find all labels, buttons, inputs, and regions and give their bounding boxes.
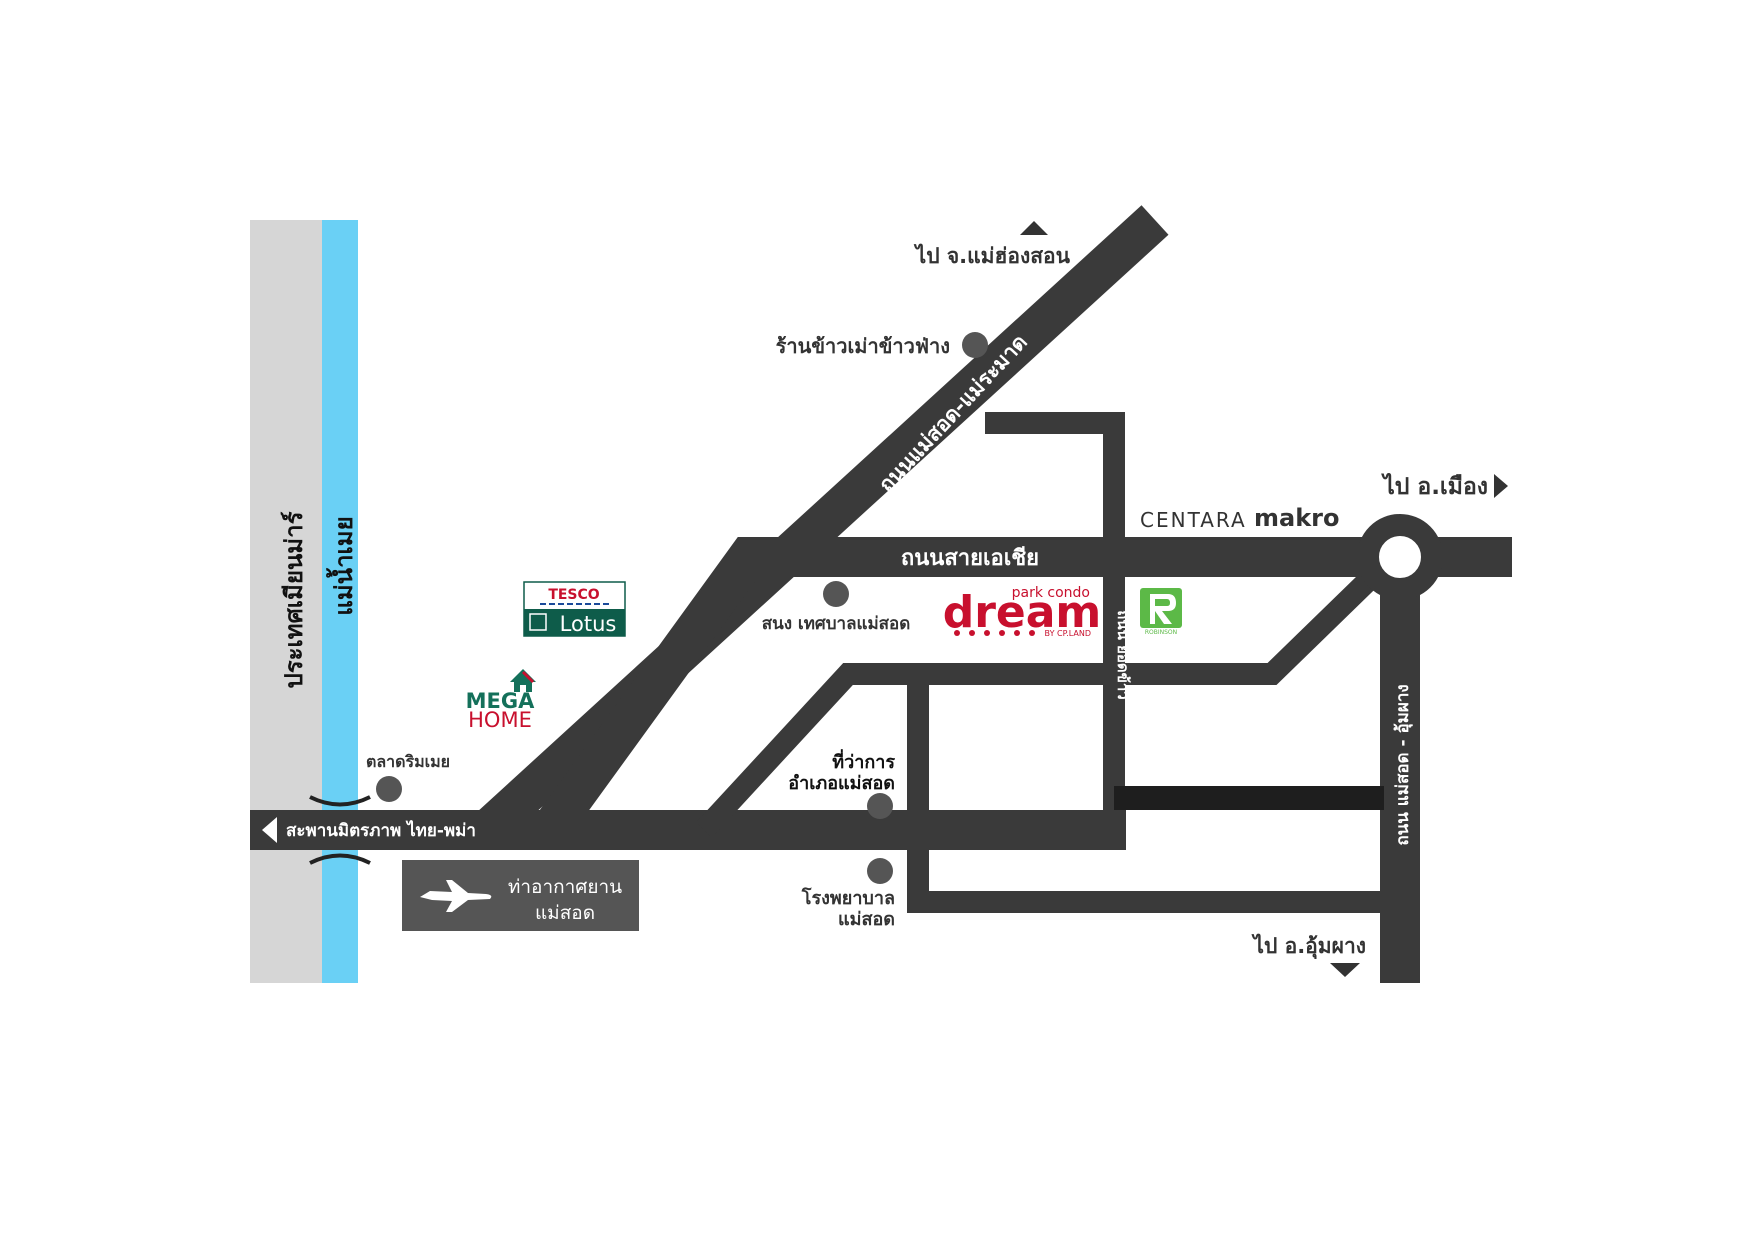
label-restaurant: ร้านข้าวเม่าข้าวฟ่าง: [776, 334, 950, 358]
label-hospital-2: แม่สอด: [838, 909, 895, 930]
roundabout: [1357, 514, 1443, 600]
road-top-loop: [985, 412, 1125, 840]
road-asia: [533, 537, 1512, 842]
road-label-yod-khao: ถนน ยอดข้าว: [1114, 610, 1132, 699]
label-stadium: สนง เทศบาลแม่สอด: [762, 614, 911, 634]
airplane-icon: [420, 880, 492, 912]
makro-logo: makro: [1254, 504, 1340, 532]
road-dark-connector: [1114, 786, 1384, 810]
poi-market: [376, 776, 402, 802]
lotus-text: Lotus: [560, 612, 617, 636]
label-market: ตลาดริมเมย: [366, 752, 450, 771]
road-label-asia: ถนนสายเอเชีย: [901, 546, 1039, 571]
dream-condo-logo: park condo dream BY CP.LAND: [943, 585, 1102, 638]
robinson-text: ROBINSON: [1145, 629, 1177, 636]
airport-label-1: ท่าอากาศยาน: [508, 876, 622, 898]
dream-text: dream: [943, 587, 1102, 638]
arrow-up-icon: [1020, 221, 1048, 235]
mega-text: MEGA: [466, 689, 535, 713]
dream-by-text: BY CP.LAND: [1045, 629, 1091, 638]
dream-top-text: park condo: [1012, 585, 1090, 601]
bridge-marker: [309, 795, 371, 865]
tesco-text: TESCO: [548, 587, 599, 603]
home-text: HOME: [468, 708, 532, 732]
robinson-logo: ROBINSON: [1140, 588, 1182, 636]
arrow-down-icon: [1330, 963, 1360, 977]
arrow-left-icon: [262, 817, 277, 843]
label-hospital-1: โรงพยาบาล: [801, 887, 895, 909]
road-inner: [695, 559, 1390, 838]
direction-umphang: ไป อ.อุ้มผาง: [1251, 933, 1366, 960]
label-district-office-2: อำเภอแม่สอด: [788, 773, 895, 794]
road-network: [250, 205, 1512, 983]
poi-stadium: [823, 581, 849, 607]
arrow-right-icon: [1494, 474, 1508, 498]
robinson-r-icon: [1150, 594, 1176, 624]
road-label-bridge: สะพานมิตรภาพ ไทย-พม่า: [286, 820, 476, 841]
road-label-umphang: ถนน แม่สอด - อุ้มผาง: [1393, 684, 1413, 845]
lotus-flower-icon: [529, 613, 547, 631]
airport-label-2: แม่สอด: [535, 902, 595, 924]
road-mae-sot-mae-ramat: [473, 205, 1169, 845]
label-district-office-1: ที่ว่าการ: [832, 749, 895, 773]
poi-dots: [376, 332, 988, 884]
myanmar-area: [250, 220, 322, 983]
direction-mae-hong-son: ไป จ.แม่ฮ่องสอน: [914, 243, 1071, 268]
river-label: แม่น้ำเมย: [325, 516, 358, 615]
house-icon: [510, 669, 536, 692]
poi-restaurant: [962, 332, 988, 358]
tesco-lotus-logo: TESCO Lotus: [523, 581, 626, 637]
mega-home-logo: MEGA HOME: [466, 669, 536, 732]
direction-mueang: ไป อ.เมือง: [1380, 472, 1488, 500]
poi-district-office: [867, 793, 893, 819]
poi-hospital: [867, 858, 893, 884]
centara-logo: CENTARA: [1140, 508, 1247, 532]
airport-box: ท่าอากาศยาน แม่สอด: [402, 860, 639, 931]
myanmar-label: ประเทศเมียนม่าร์: [280, 511, 308, 688]
dream-dots: [954, 630, 1035, 636]
